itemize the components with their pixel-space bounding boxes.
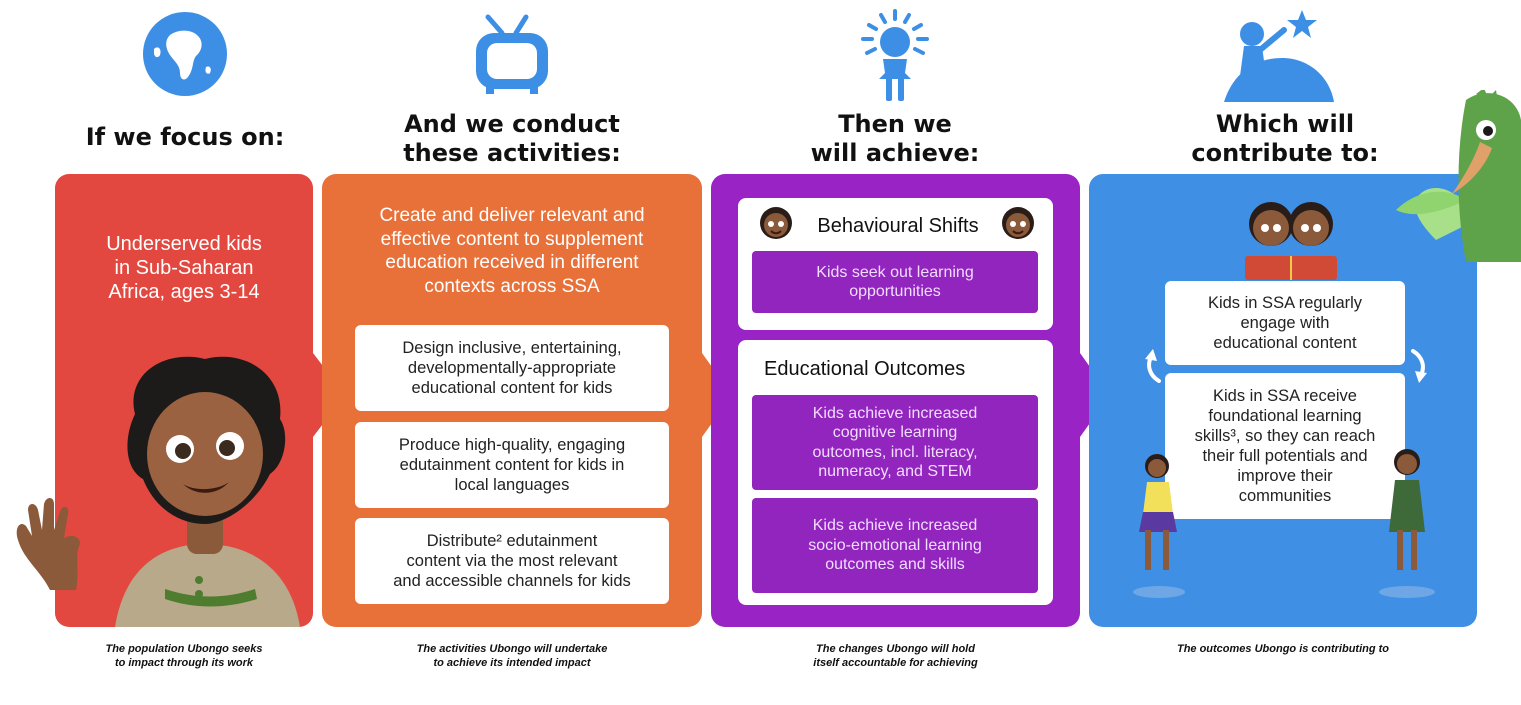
achieve-panel: Behavioural Shifts Kids seek out learnin… [711, 174, 1080, 627]
educational-outcomes-title: Educational Outcomes [764, 358, 966, 380]
activities-intro: Create and deliver relevant and effectiv… [379, 205, 645, 297]
heading-contribute: Which will contribute to: [1191, 110, 1379, 167]
kid-face-icon [760, 207, 792, 239]
globe-icon [143, 12, 227, 96]
heading-activities: And we conduct these activities: [403, 110, 621, 167]
activities-panel: Create and deliver relevant and effectiv… [322, 174, 702, 627]
child-icon [861, 9, 929, 101]
cycle-arrow-right-icon [1411, 349, 1427, 383]
waving-hand-illustration [16, 498, 80, 590]
behavioural-shifts-card: Behavioural Shifts Kids seek out learnin… [738, 198, 1053, 330]
behavioural-shifts-title: Behavioural Shifts [817, 215, 979, 237]
jumping-girl-left-illustration [1133, 454, 1185, 598]
jumping-girl-right-illustration [1379, 449, 1435, 598]
educational-outcomes-card: Educational Outcomes Kids achieve increa… [738, 340, 1053, 605]
kid-face-icon [1002, 207, 1034, 239]
green-bird-character-illustration [1396, 90, 1521, 262]
tv-icon [476, 14, 548, 94]
two-kids-reading-illustration [1245, 202, 1337, 280]
focus-panel: Underserved kids in Sub-Saharan Africa, … [55, 174, 313, 627]
heading-achieve: Then we will achieve: [810, 110, 980, 167]
child-on-hill-star-icon [1224, 10, 1334, 102]
girl-character-illustration [115, 356, 300, 627]
heading-focus: If we focus on: [85, 123, 285, 151]
activity-item: Design inclusive, entertaining,developme… [355, 325, 669, 411]
focus-text: Underserved kids in Sub-Saharan Africa, … [106, 233, 262, 303]
cycle-arrow-left-icon [1145, 349, 1161, 383]
caption-contribute: The outcomes Ubongo is contributing to [1176, 643, 1390, 655]
